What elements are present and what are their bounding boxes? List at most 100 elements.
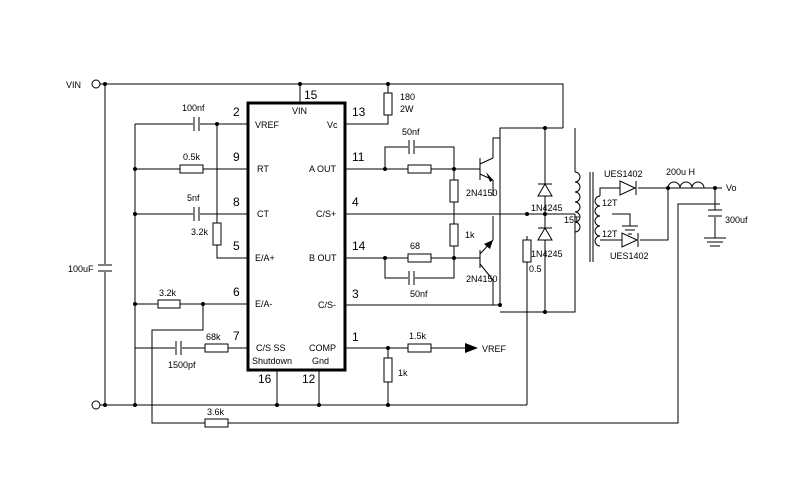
output-ground-icon: [707, 241, 723, 247]
pin-7-label: C/S SS: [256, 343, 286, 353]
resistor-3-6k: [204, 418, 229, 428]
resistor-3-2k-vertical: [212, 222, 222, 246]
pin-8-number: 8: [233, 195, 240, 209]
capacitor-5nf-label: 5nf: [187, 193, 200, 203]
pin-5-label: E/A+: [255, 253, 275, 263]
pin-5-number: 5: [233, 239, 240, 253]
pin-12-label: Gnd: [312, 356, 329, 366]
pin-11-label: A OUT: [309, 164, 337, 174]
resistor-180-2w: [383, 92, 393, 116]
capacitor-100uf-label: 100uF: [68, 264, 94, 274]
resistor-1k-comp-label: 1k: [398, 368, 408, 378]
pin-15-number: 15: [304, 88, 318, 102]
diode-ues1402-top: [619, 180, 637, 196]
diode-1n4245-bottom: [537, 227, 553, 241]
capacitor-50nf-bottom: [408, 271, 415, 285]
capacitor-50nf-top: [408, 140, 415, 154]
vin-terminal: [91, 79, 101, 89]
transistor-top-label: 2N4150: [466, 188, 498, 198]
resistor-1-5k-label: 1.5k: [409, 331, 427, 341]
pin-15-label: VIN: [292, 106, 307, 116]
pin-2-number: 2: [233, 105, 240, 119]
resistor-0-5: [522, 239, 532, 263]
capacitor-100nf: [193, 117, 200, 131]
pin-14-label: B OUT: [309, 253, 337, 263]
inductor-200uh-label: 200u H: [666, 167, 695, 177]
pin-9-label: RT: [257, 164, 269, 174]
capacitor-300uf-label: 300uf: [725, 215, 748, 225]
capacitor-300uf: [708, 209, 722, 217]
capacitor-1500pf-label: 1500pf: [168, 360, 196, 370]
transistor-bottom-label: 2N4150: [466, 274, 498, 284]
wires: [100, 83, 726, 424]
resistor-68k: [204, 343, 229, 353]
resistor-0-5k: [179, 164, 204, 174]
pin-16-label: Shutdown: [252, 356, 292, 366]
pin-7-number: 7: [233, 329, 240, 343]
junction-dots: [103, 82, 717, 407]
capacitor-50nf-bottom-label: 50nf: [410, 289, 428, 299]
pin-3-number: 3: [352, 287, 359, 301]
vref-arrow-icon: [465, 343, 478, 353]
controller-ic: [246, 101, 347, 372]
resistor-180-label: 180: [400, 92, 415, 102]
resistor-3-2k-horizontal: [157, 299, 181, 309]
pin-16-number: 16: [258, 372, 272, 386]
transformer-secondary-top-label: 12T: [602, 198, 618, 208]
pin-4-label: C/S+: [316, 209, 336, 219]
diode-ues1402-bottom: [621, 232, 639, 248]
capacitor-100uf: [98, 264, 112, 272]
transistor-bottom: [479, 239, 494, 281]
resistor-68: [407, 253, 432, 263]
diode-1n4245-top-label: 1N4245: [531, 203, 563, 213]
resistor-180-power-label: 2W: [400, 104, 414, 114]
resistor-3-2k-vertical-label: 3.2k: [191, 227, 209, 237]
vin-label: VIN: [66, 80, 81, 90]
resistor-0-5-label: 0.5: [529, 264, 542, 274]
pin-13-number: 13: [352, 105, 366, 119]
diode-1n4245-top: [537, 183, 553, 197]
capacitor-5nf: [193, 207, 200, 221]
pin-1-number: 1: [352, 330, 359, 344]
transistor-top: [479, 157, 494, 182]
diode-ues1402-top-label: UES1402: [604, 169, 643, 179]
pin-11-number: 11: [352, 150, 365, 164]
capacitor-1500pf: [175, 341, 182, 355]
resistor-1-5k: [407, 343, 432, 353]
resistor-68-label: 68: [410, 241, 420, 251]
resistor-1k-base-label: 1k: [465, 230, 475, 240]
resistor-base-divider-top: [449, 179, 459, 203]
diode-1n4245-bottom-label: 1N4245: [531, 249, 563, 259]
vref-output-label: VREF: [482, 344, 507, 354]
resistor-1k-comp: [383, 357, 393, 383]
resistor-3-6k-label: 3.6k: [207, 407, 225, 417]
pin-9-number: 9: [233, 150, 240, 164]
pin-8-label: CT: [257, 209, 269, 219]
resistor-3-2k-horizontal-label: 3.2k: [159, 288, 177, 298]
pin-13-label: Vc: [327, 120, 338, 130]
pin-14-number: 14: [352, 239, 366, 253]
transformer-core: [589, 172, 594, 262]
ground-terminal: [91, 400, 101, 410]
pin-4-number: 4: [352, 195, 359, 209]
resistor-0-5k-label: 0.5k: [183, 152, 201, 162]
transformer-secondary-winding: [594, 195, 601, 247]
vo-label: Vo: [726, 183, 737, 193]
resistor-1k-base: [449, 223, 459, 247]
capacitor-100nf-label: 100nf: [182, 103, 205, 113]
pin-12-number: 12: [302, 372, 316, 386]
center-tap-ground-icon: [622, 225, 638, 235]
capacitor-50nf-top-label: 50nf: [402, 127, 420, 137]
resistor-base-a: [407, 164, 432, 174]
resistor-68k-label: 68k: [206, 332, 221, 342]
pin-3-label: C/S-: [318, 300, 336, 310]
transformer-primary-label: 15T: [564, 215, 580, 225]
pin-2-label: VREF: [255, 120, 280, 130]
pin-1-label: COMP: [309, 343, 336, 353]
transformer-primary-winding: [574, 171, 581, 233]
inductor-200uh: [667, 181, 705, 189]
diode-ues1402-bottom-label: UES1402: [610, 251, 649, 261]
pin-6-label: E/A-: [255, 299, 273, 309]
transformer-secondary-bottom-label: 12T: [602, 229, 618, 239]
